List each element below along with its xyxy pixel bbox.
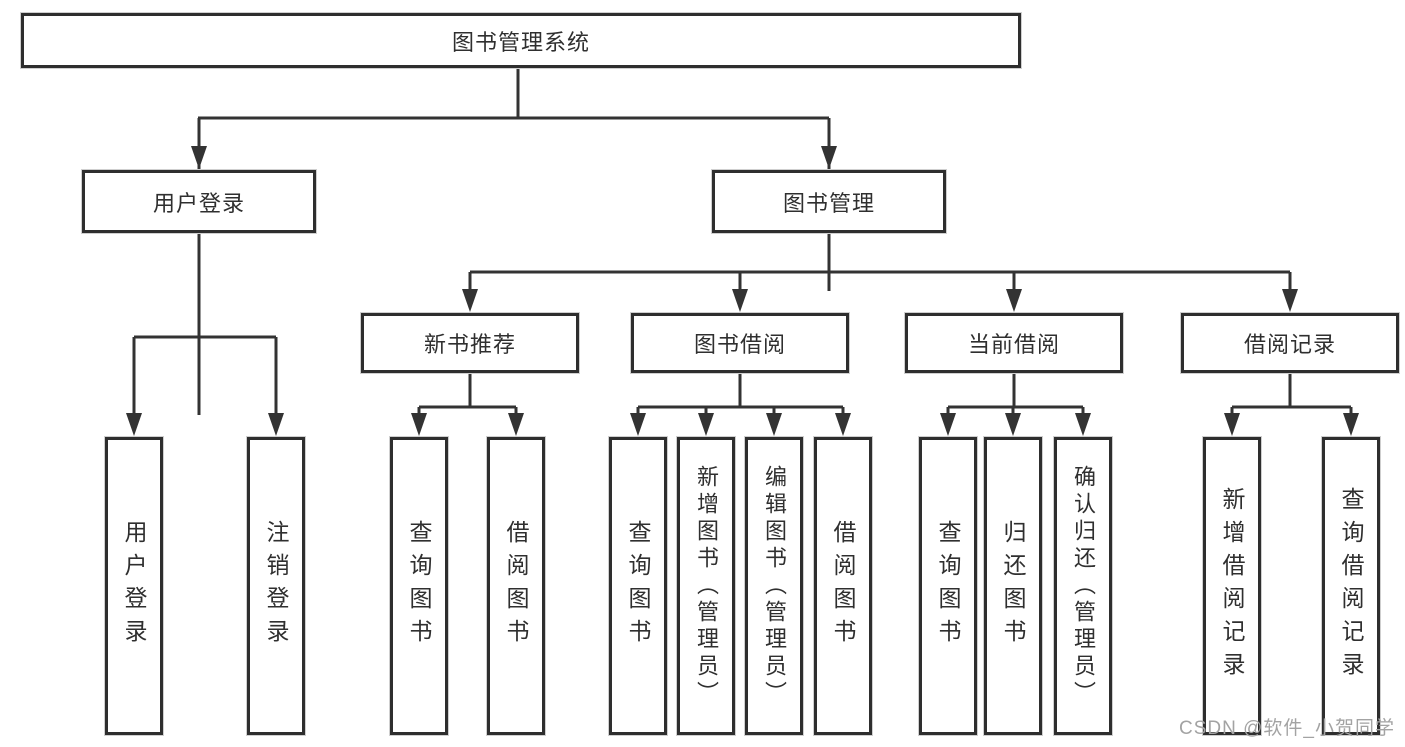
connector-currentborrow-to-leaves — [946, 373, 1085, 414]
connector-root-to-level2 — [197, 68, 831, 415]
leaf-add-book-admin: 新增图书（管理员） — [677, 437, 735, 735]
leaf-add-borrow-record: 新增借阅记录 — [1203, 437, 1261, 735]
connector-bookmgmt-to-level3 — [468, 233, 1292, 291]
connector-userlogin-to-leaves — [132, 233, 278, 414]
leaf-borrow-books-borrow: 借阅图书 — [814, 437, 872, 735]
leaf-query-borrow-record: 查询借阅记录 — [1322, 437, 1380, 735]
leaf-user-login: 用户登录 — [105, 437, 163, 735]
node-book-management: 图书管理 — [712, 170, 946, 233]
leaf-confirm-return-admin: 确认归还（管理员） — [1054, 437, 1112, 735]
leaf-edit-book-admin: 编辑图书（管理员） — [745, 437, 803, 735]
node-library-system: 图书管理系统 — [21, 13, 1021, 68]
node-current-borrow: 当前借阅 — [905, 313, 1123, 373]
connector-bookborrow-to-leaves — [636, 373, 845, 414]
leaf-query-books-borrow: 查询图书 — [609, 437, 667, 735]
watermark-text: CSDN @软件_小贺同学 — [1179, 718, 1395, 739]
connector-borrowrecord-to-leaves — [1230, 373, 1353, 414]
arrowheads — [126, 146, 1359, 436]
node-book-borrow: 图书借阅 — [631, 313, 849, 373]
leaf-query-books-current: 查询图书 — [919, 437, 977, 735]
connector-newbook-to-leaves — [417, 373, 518, 414]
leaf-return-book: 归还图书 — [984, 437, 1042, 735]
node-new-book-recommend: 新书推荐 — [361, 313, 579, 373]
leaf-query-books-recommend: 查询图书 — [390, 437, 448, 735]
node-borrow-record: 借阅记录 — [1181, 313, 1399, 373]
leaf-borrow-books-recommend: 借阅图书 — [487, 437, 545, 735]
leaf-logout-login: 注销登录 — [247, 437, 305, 735]
node-user-login: 用户登录 — [82, 170, 316, 233]
